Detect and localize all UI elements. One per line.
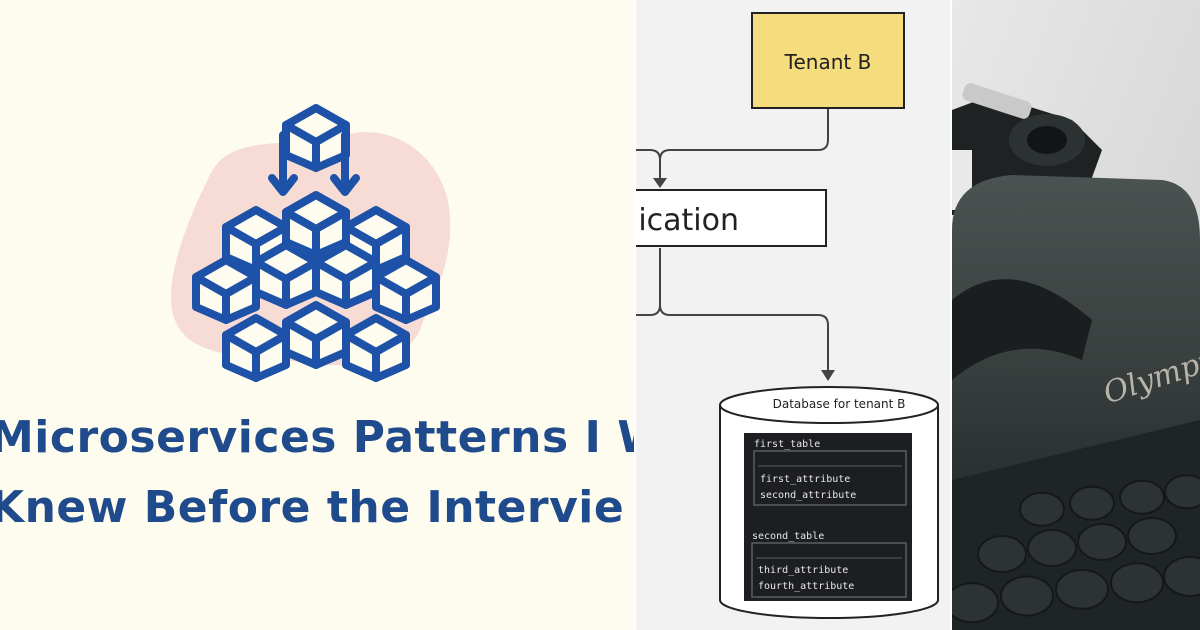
- cube-icon: [252, 241, 320, 309]
- arrow-head-icon: [653, 178, 667, 188]
- key-icon: [1019, 491, 1065, 527]
- arrow-head-icon: [821, 370, 835, 381]
- connector-line: [659, 108, 829, 180]
- illustration-panel: Microservices Patterns I W Knew Before t…: [0, 104, 636, 533]
- application-label: lication: [636, 203, 739, 238]
- connector-line: [659, 304, 829, 370]
- attribute-text: third_attribute: [758, 565, 848, 576]
- arrow-down-icon: [268, 131, 298, 196]
- cube-icon: [282, 104, 350, 172]
- cube-icon: [312, 241, 380, 309]
- connector-line: [636, 248, 661, 316]
- chrome-lever: [962, 83, 1032, 119]
- key-icon: [1077, 523, 1127, 561]
- diagram-panel: Tenant B lication Database for tenant B …: [636, 0, 952, 630]
- key-icon: [1127, 517, 1177, 555]
- typewriter-photo: Olympia: [952, 0, 1200, 630]
- key-icon: [1110, 562, 1164, 604]
- headline-line-2: Knew Before the Intervie: [0, 482, 625, 533]
- key-icon: [1119, 479, 1165, 515]
- headline-line-1: Microservices Patterns I W: [0, 412, 636, 463]
- key-icon: [977, 535, 1027, 573]
- tenant-b-label: Tenant B: [784, 50, 872, 74]
- microservices-illustration: [170, 104, 451, 382]
- schema-panel: [744, 433, 912, 601]
- key-icon: [1000, 575, 1054, 617]
- cube-icon: [342, 314, 410, 382]
- key-icon: [1164, 474, 1200, 510]
- key-icon: [952, 582, 999, 624]
- application-node: [636, 189, 827, 247]
- table-box: [751, 542, 907, 598]
- cube-icon: [282, 191, 350, 259]
- table-box: [753, 450, 907, 506]
- database-label: Database for tenant B: [773, 397, 906, 411]
- key-icon: [1027, 529, 1077, 567]
- cube-icon: [282, 301, 350, 369]
- key-icon: [1069, 485, 1115, 521]
- table-name: first_table: [754, 439, 820, 450]
- panel-divider: [634, 0, 636, 630]
- tenant-b-node: [751, 12, 905, 109]
- table-name: second_table: [752, 531, 824, 542]
- keyboard-keys: [952, 474, 1200, 624]
- key-icon: [1055, 568, 1109, 610]
- attribute-text: second_attribute: [760, 490, 856, 501]
- panel-divider: [950, 0, 952, 630]
- key-icon: [1163, 555, 1200, 597]
- connector-line: [636, 149, 661, 161]
- arrow-down-icon: [330, 131, 360, 196]
- cube-icon: [222, 314, 290, 382]
- attribute-text: fourth_attribute: [758, 581, 854, 592]
- cube-icon: [192, 256, 260, 324]
- cube-icon: [372, 256, 440, 324]
- attribute-text: first_attribute: [760, 474, 850, 485]
